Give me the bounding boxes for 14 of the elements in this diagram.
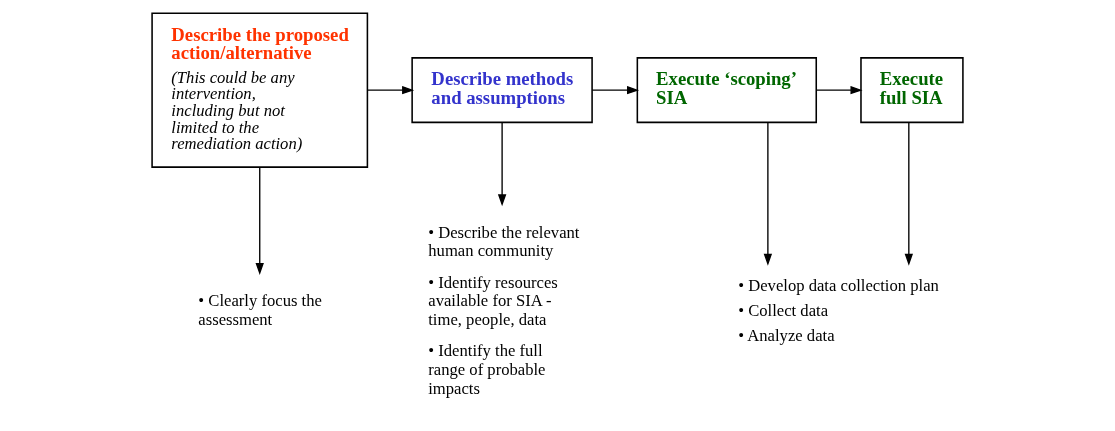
arrow bbox=[255, 166, 264, 275]
arrow bbox=[763, 121, 773, 266]
node-text: • Describe the relevant human community • Identify resources available for SIA - time, people, data • Identify the full range of probable impacts bbox=[428, 222, 580, 398]
node-text: • Develop data collection plan • Collect data • Analyze data bbox=[738, 275, 939, 345]
arrow bbox=[904, 121, 914, 266]
arrow bbox=[366, 85, 415, 94]
node-box: Describe the proposed action/alternative (This could be any intervention, including but not limited to the remediation action) bbox=[151, 11, 369, 168]
arrow bbox=[497, 121, 507, 206]
node-box: Describe methods and assumptions bbox=[411, 56, 593, 123]
node-box: Execute full SIA bbox=[860, 56, 964, 123]
arrow bbox=[591, 85, 640, 94]
node-text: • Clearly focus the assessment bbox=[198, 290, 322, 329]
arrow bbox=[815, 85, 863, 94]
node-box: Execute ‘scoping’ SIA bbox=[636, 56, 818, 123]
